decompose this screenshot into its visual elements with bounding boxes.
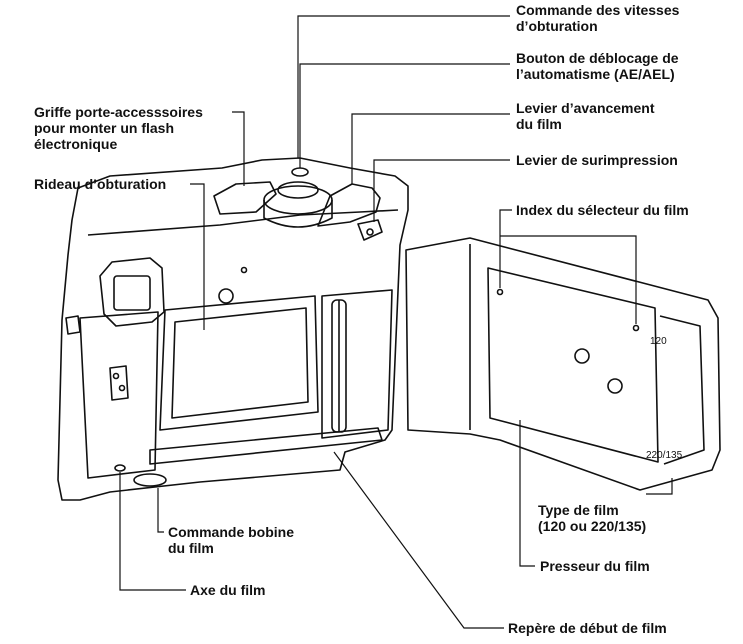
leader-selector-index-2 bbox=[500, 235, 637, 324]
body-screw bbox=[240, 266, 248, 274]
plate-mark-120: 120 bbox=[650, 336, 667, 347]
selector-index-dot bbox=[496, 288, 504, 296]
label-film-start-mark: Repère de début de film bbox=[508, 620, 667, 636]
pressure-plate-shape bbox=[487, 267, 659, 463]
shutter-dial-top bbox=[277, 181, 319, 199]
viewfinder-window bbox=[113, 275, 151, 311]
leader-film-type bbox=[646, 478, 673, 495]
shutter-dial-side bbox=[263, 200, 333, 228]
door-edge bbox=[659, 315, 705, 465]
label-multi-exposure-lever: Levier de surimpression bbox=[516, 152, 678, 168]
body-hole bbox=[218, 288, 234, 304]
label-pressure-plate: Presseur du film bbox=[540, 558, 650, 574]
film-axis-shape bbox=[114, 464, 126, 472]
ae-button-shape bbox=[291, 167, 309, 177]
leader-shutter-curtain bbox=[190, 183, 205, 330]
shutter-curtain-shape bbox=[171, 307, 309, 419]
leader-start-mark bbox=[333, 451, 504, 629]
strap-lug-left bbox=[65, 315, 81, 335]
leader-shutter-dial bbox=[297, 15, 510, 158]
camera-body bbox=[57, 157, 409, 501]
label-film-type: Type de film(120 ou 220/135) bbox=[538, 502, 647, 534]
top-plate-edge bbox=[87, 209, 399, 236]
multi-exposure-screw bbox=[366, 228, 374, 236]
shutter-dial-base bbox=[263, 185, 333, 215]
leader-accessory-shoe bbox=[232, 111, 245, 186]
back-door bbox=[405, 237, 721, 491]
spool-knob-shape bbox=[133, 473, 167, 487]
plate-mark-220: 220/135 bbox=[646, 450, 683, 461]
film-gate bbox=[159, 295, 319, 431]
label-film-selector-index: Index du sélecteur du film bbox=[516, 202, 689, 218]
accessory-shoe-shape bbox=[213, 181, 277, 215]
leader-advance-lever bbox=[351, 113, 510, 184]
label-shutter-curtain: Rideau d’obturation bbox=[34, 176, 167, 192]
leader-spool-knob bbox=[157, 488, 164, 533]
leader-selector-index bbox=[499, 209, 512, 288]
advance-lever-shape bbox=[317, 183, 381, 227]
label-film-axis: Axe du film bbox=[190, 582, 266, 598]
multi-exposure-lever-shape bbox=[357, 219, 383, 241]
right-film-chamber bbox=[321, 289, 393, 439]
left-film-chamber bbox=[79, 311, 159, 479]
leader-film-axis bbox=[119, 472, 186, 591]
leader-pressure-plate bbox=[519, 420, 535, 567]
leader-ae-button bbox=[299, 63, 510, 168]
viewfinder-eyepiece bbox=[99, 257, 165, 327]
hinge-plate bbox=[109, 365, 129, 401]
leader-multi-exposure bbox=[373, 159, 510, 222]
film-rail bbox=[149, 427, 383, 465]
